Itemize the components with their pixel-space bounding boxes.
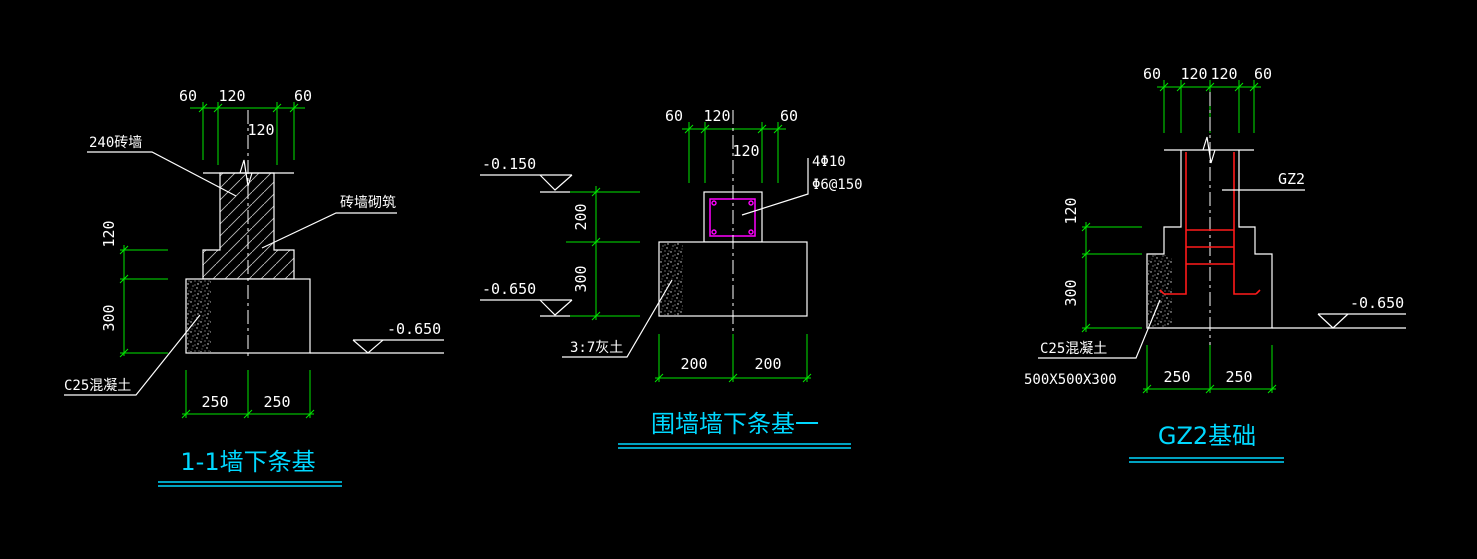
dim-top-right: 60 [294, 87, 312, 105]
dim-top-left: 60 [665, 107, 683, 125]
dim-top-2: 120 [1180, 65, 1207, 83]
dim-mid: 120 [247, 121, 274, 139]
dim-300: 300 [1062, 279, 1080, 306]
label-footing-size: 500X500X300 [1024, 372, 1117, 388]
break-symbol [1202, 136, 1216, 164]
dim-300: 300 [100, 304, 118, 331]
section-title: GZ2基础 [1158, 422, 1256, 450]
dim-bottom-left: 200 [680, 355, 707, 373]
soil-speckle [660, 243, 683, 315]
left-dimension-chain: 120 300 [1062, 197, 1142, 333]
elevation-marker-bottom: -0.650 [480, 280, 573, 317]
dim-120: 120 [100, 220, 118, 247]
elevation-text: -0.150 [482, 155, 536, 173]
leader-brick [261, 212, 397, 249]
rebar-dot [711, 229, 717, 235]
dim-top-left: 60 [179, 87, 197, 105]
label-gz2: GZ2 [1278, 170, 1305, 188]
bottom-dimension-chain: 250 250 [181, 370, 315, 419]
rebar-dot [748, 200, 754, 206]
section-1-1-wall-strip-footing: 60 120 60 120 120 300 [64, 87, 444, 487]
section-title: 1-1墙下条基 [180, 448, 315, 476]
section-gz2-foundation: 60 120 120 60 [1024, 65, 1406, 463]
elevation-text: -0.650 [1350, 294, 1404, 312]
label-rebar-stirrup: Φ6@150 [812, 177, 863, 193]
label-c25-concrete: C25混凝土 [1040, 341, 1107, 357]
top-dimension-chain: 60 120 120 60 [1143, 65, 1272, 133]
dim-300: 300 [572, 265, 590, 292]
dim-top-center: 120 [703, 107, 730, 125]
top-dimension-chain: 60 120 60 [179, 87, 312, 165]
label-3-7-lime-soil: 3:7灰土 [570, 340, 623, 356]
label-brick-masonry: 砖墙砌筑 [340, 195, 396, 211]
column-rebars [1159, 152, 1261, 295]
dim-mid: 120 [732, 142, 759, 160]
leader-concrete [64, 314, 201, 396]
label-c25-concrete: C25混凝土 [64, 378, 131, 394]
dim-120: 120 [1062, 197, 1080, 224]
left-dimension-chain: 200 300 [566, 186, 640, 321]
dim-top-center: 120 [218, 87, 245, 105]
dim-bottom-left: 250 [201, 393, 228, 411]
leader-rebar [741, 158, 809, 216]
elevation-marker: -0.650 [1317, 294, 1406, 329]
dim-top-3: 120 [1210, 65, 1237, 83]
dim-bottom-right: 250 [263, 393, 290, 411]
dim-bottom-right: 250 [1225, 368, 1252, 386]
bottom-dimension-chain: 200 200 [654, 334, 812, 383]
elevation-text: -0.650 [482, 280, 536, 298]
label-rebar-main: 4Φ10 [812, 154, 846, 170]
elevation-text: -0.650 [387, 320, 441, 338]
dim-top-1: 60 [1143, 65, 1161, 83]
dim-top-right: 60 [780, 107, 798, 125]
section-title: 围墙墙下条基一 [651, 410, 819, 438]
dim-top-4: 60 [1254, 65, 1272, 83]
elevation-marker: -0.650 [352, 320, 444, 354]
left-dimension-chain: 120 300 [100, 220, 168, 358]
leader-wall [87, 151, 237, 197]
rebar-dot [711, 200, 717, 206]
leader-concrete [1038, 299, 1161, 359]
dim-bottom-left: 250 [1163, 368, 1190, 386]
top-dimension-chain: 60 120 60 [665, 107, 798, 183]
elevation-marker-top: -0.150 [480, 155, 573, 193]
leader-soil [562, 279, 673, 358]
label-240-wall: 240砖墙 [89, 135, 142, 151]
dim-bottom-right: 200 [754, 355, 781, 373]
rebar-dot [748, 229, 754, 235]
section-fence-wall-strip-footing: 60 120 60 120 200 300 [480, 107, 863, 449]
dim-200: 200 [572, 203, 590, 230]
bottom-dimension-chain: 250 250 [1142, 345, 1277, 394]
break-symbol [239, 159, 253, 187]
